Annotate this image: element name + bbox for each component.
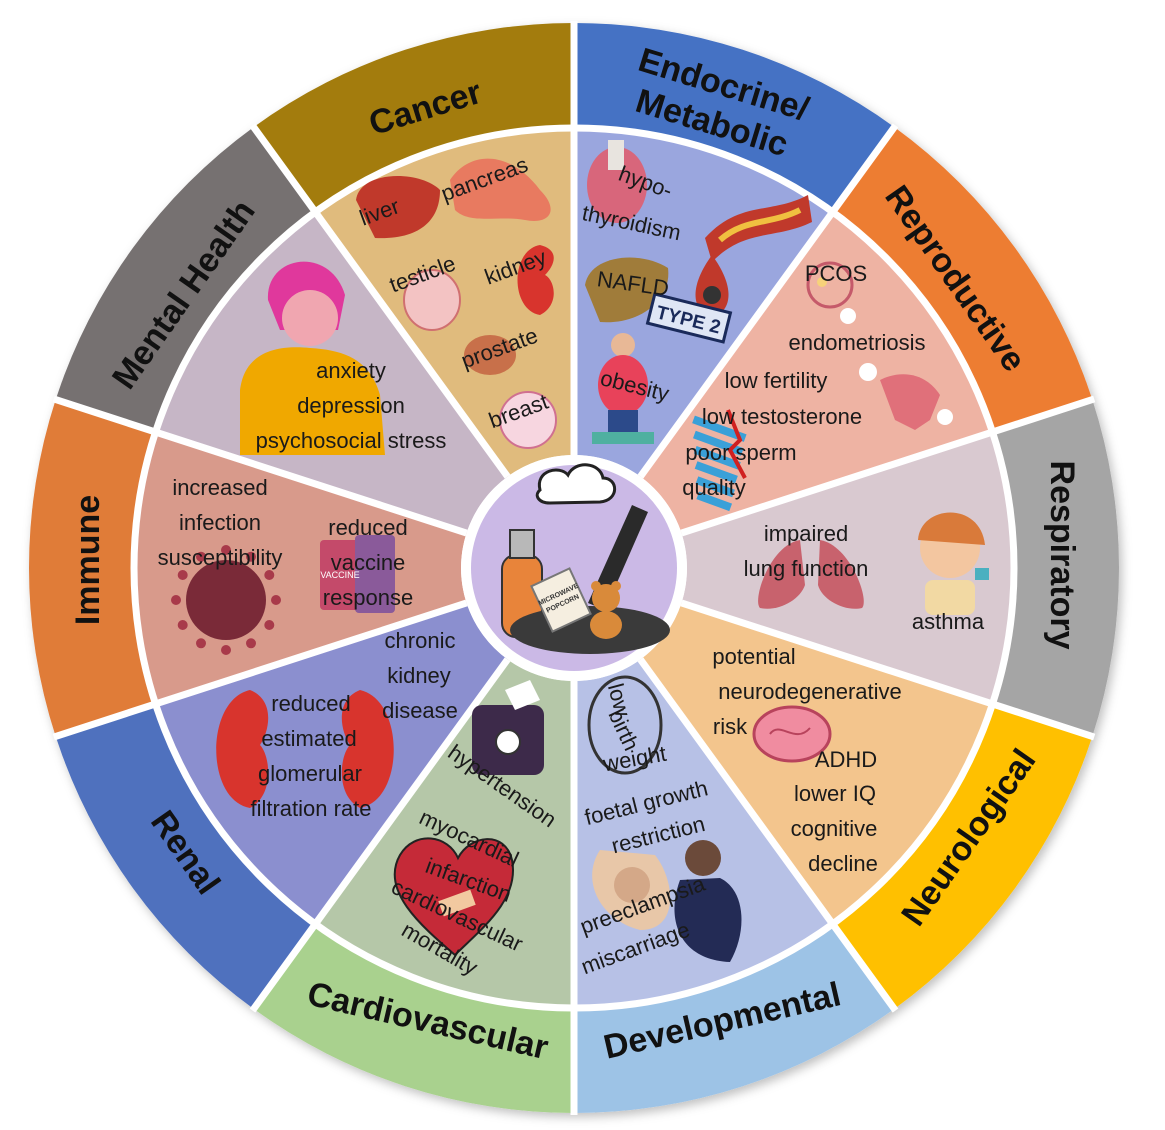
effect-item-immune: response (323, 585, 414, 610)
category-label-respiratory: Respiratory (1043, 461, 1081, 650)
category-label-immune: Immune (69, 495, 107, 625)
prostate-icon (464, 335, 516, 375)
scale-icon (587, 675, 663, 775)
segment-divider (52, 599, 468, 741)
vaccine-vial-icon: VACCINE (320, 535, 395, 613)
effects-segment-reproductive (640, 212, 993, 534)
heart-icon (393, 837, 515, 957)
pregnant-woman-icon (674, 840, 742, 962)
segment-dividers (52, 21, 1096, 1115)
illustration-layer: TYPE 2 VACCINE (171, 140, 989, 962)
effect-item-renal: glomerular (258, 761, 362, 786)
segment-divider (249, 123, 511, 479)
effects-segment-neurological (640, 602, 993, 924)
segment-divider (52, 395, 468, 537)
lungs-icon (758, 540, 864, 609)
category-segment-renal (55, 703, 316, 1009)
effect-item-immune: reduced (328, 515, 408, 540)
effect-item-reproductive: low testosterone (702, 404, 862, 429)
effect-item-reproductive: PCOS (805, 261, 867, 286)
effect-item-neurological: potential (712, 644, 795, 669)
breast-icon (499, 391, 557, 449)
category-segment-cardiovascular (253, 923, 574, 1113)
effect-item-immune: increased (172, 475, 267, 500)
effect-item-neurological: neurodegenerative (718, 679, 901, 704)
foetus-icon (592, 850, 671, 930)
category-segment-developmental (574, 923, 895, 1113)
effect-item-neurological: cognitive (791, 816, 878, 841)
category-segment-neurological (832, 703, 1093, 1009)
category-segment-endocrine (574, 23, 895, 213)
virus-icon (171, 545, 281, 655)
effect-item-immune: infection (179, 510, 261, 535)
vaccine-label-text: VACCINE (320, 570, 359, 580)
testicle-icon (403, 269, 461, 331)
blood-drop-icon (695, 255, 729, 318)
effect-item-renal: kidney (387, 663, 451, 688)
segment-divider (249, 657, 511, 1013)
effect-item-renal: estimated (261, 726, 356, 751)
segment-divider (680, 395, 1096, 537)
effect-item-renal: disease (382, 698, 458, 723)
effect-item-renal: reduced (271, 691, 351, 716)
brain-icon (752, 705, 832, 763)
ovary-icon (806, 261, 856, 324)
effect-item-renal: chronic (385, 628, 456, 653)
liver-icon (585, 257, 669, 323)
category-segment-cancer (253, 23, 574, 213)
effect-item-mental: psychosocial stress (256, 428, 447, 453)
category-label-line: Immune (69, 495, 107, 625)
kidneys-icon (216, 690, 394, 808)
stressed-person-icon (240, 261, 385, 455)
segment-divider (637, 123, 899, 479)
segment-divider (680, 599, 1096, 741)
effect-item-reproductive: endometriosis (789, 330, 926, 355)
teddy-bear-icon (590, 581, 622, 639)
effect-item-respiratory: impaired (764, 521, 848, 546)
effects-segment-renal (155, 602, 508, 924)
effect-item-neurological: risk (713, 714, 748, 739)
category-segment-immune (28, 399, 156, 737)
kidney-icon (517, 245, 554, 315)
category-segment-reproductive (832, 127, 1093, 433)
effect-item-reproductive: quality (682, 475, 746, 500)
liver-icon (356, 176, 440, 239)
effect-item-immune: vaccine (331, 550, 406, 575)
effect-item-respiratory: lung function (744, 556, 869, 581)
thyroid-icon (587, 140, 647, 223)
effect-item-renal: filtration rate (250, 796, 371, 821)
category-segment-respiratory (992, 399, 1119, 737)
category-ring (28, 23, 1119, 1113)
effect-item-respiratory: asthma (912, 609, 985, 634)
artery-icon (705, 195, 812, 262)
effect-item-neurological: lower IQ (794, 781, 876, 806)
person-on-scale-icon (592, 333, 654, 444)
category-label-line: Respiratory (1043, 461, 1081, 650)
uterus-icon (859, 363, 953, 430)
type2-badge-icon: TYPE 2 (645, 292, 733, 344)
effect-item-reproductive: low fertility (725, 368, 828, 393)
segment-divider (637, 657, 899, 1013)
smoke-cloud-icon (535, 463, 617, 505)
pancreas-icon (450, 158, 551, 221)
effect-item-mental: anxiety (316, 358, 386, 383)
effect-item-neurological: decline (808, 851, 878, 876)
effect-item-immune: susceptibility (158, 545, 283, 570)
girl-with-inhaler-icon (918, 512, 989, 615)
sperm-chart-icon (692, 409, 747, 512)
blood-pressure-cuff-icon (472, 680, 544, 775)
effect-item-mental: depression (297, 393, 405, 418)
effect-item-reproductive: poor sperm (685, 440, 796, 465)
effect-item-neurological: ADHD (815, 747, 877, 772)
category-segment-mental (55, 127, 316, 433)
